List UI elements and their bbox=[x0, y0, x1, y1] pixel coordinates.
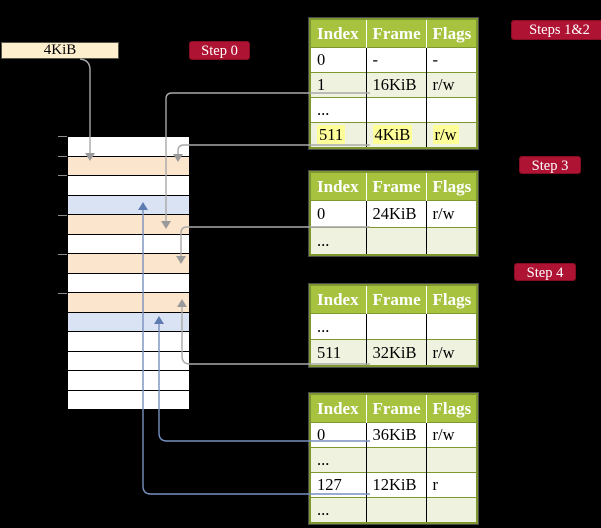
flags-cell: r/w bbox=[426, 339, 477, 366]
flags-cell bbox=[426, 497, 477, 523]
index-cell: 511 bbox=[310, 339, 367, 366]
steps-1-2-badge: Steps 1&2 bbox=[511, 20, 601, 40]
table-row: ... bbox=[310, 227, 477, 255]
address-tick bbox=[58, 156, 67, 157]
page-table-steps-1-2: Index Frame Flags 0 - - 1 16KiB r/w ... … bbox=[309, 18, 478, 149]
table-row: ... bbox=[310, 497, 477, 523]
frame-cell bbox=[366, 313, 427, 340]
memory-frame-row-peach bbox=[68, 293, 189, 313]
frame-cell bbox=[366, 447, 427, 473]
index-cell: 0 bbox=[310, 200, 367, 228]
memory-frame-row-white bbox=[68, 273, 189, 293]
table-header-row: Index Frame Flags bbox=[310, 172, 477, 201]
table-header-row: Index Frame Flags bbox=[310, 394, 477, 423]
frame-cell: 24KiB bbox=[366, 200, 427, 228]
memory-frame-row-peach bbox=[68, 254, 189, 274]
index-cell: 1 bbox=[310, 72, 367, 98]
frame-cell bbox=[366, 97, 427, 123]
table-row: 511 32KiB r/w bbox=[310, 339, 477, 366]
index-cell: ... bbox=[310, 497, 367, 523]
index-cell: 127 bbox=[310, 472, 367, 498]
frame-cell bbox=[366, 227, 427, 255]
column-header-flags: Flags bbox=[426, 285, 477, 314]
memory-frame-row-white bbox=[68, 390, 189, 409]
address-tick bbox=[58, 293, 67, 294]
frame-cell: 12KiB bbox=[366, 472, 427, 498]
frame-cell: 4KiB bbox=[366, 122, 427, 148]
memory-frame-row-peach bbox=[68, 215, 189, 235]
address-tick bbox=[58, 136, 67, 137]
memory-frame-row-peach bbox=[68, 156, 189, 176]
frame-cell bbox=[366, 497, 427, 523]
index-cell: ... bbox=[310, 97, 367, 123]
table-row: 0 36KiB r/w bbox=[310, 422, 477, 448]
table-row: 127 12KiB r bbox=[310, 472, 477, 498]
column-header-index: Index bbox=[310, 394, 367, 423]
flags-cell bbox=[426, 227, 477, 255]
table-row-highlighted: 511 4KiB r/w bbox=[310, 122, 477, 148]
flags-cell bbox=[426, 313, 477, 340]
flags-cell bbox=[426, 447, 477, 473]
index-cell: ... bbox=[310, 447, 367, 473]
index-cell: 0 bbox=[310, 47, 367, 73]
flags-cell: r/w bbox=[426, 122, 477, 148]
memory-frame-row-white bbox=[68, 371, 189, 391]
page-size-box: 4KiB bbox=[1, 42, 119, 59]
page-table-step-3: Index Frame Flags 0 24KiB r/w ... bbox=[309, 171, 478, 256]
column-header-frame: Frame bbox=[366, 394, 427, 423]
column-header-flags: Flags bbox=[426, 394, 477, 423]
address-tick bbox=[58, 215, 67, 216]
memory-frame-row-white bbox=[68, 234, 189, 254]
memory-column bbox=[67, 136, 190, 410]
index-cell: ... bbox=[310, 313, 367, 340]
column-header-index: Index bbox=[310, 19, 367, 48]
highlight: r/w bbox=[432, 125, 459, 144]
index-cell: 0 bbox=[310, 422, 367, 448]
column-header-frame: Frame bbox=[366, 172, 427, 201]
flags-cell: - bbox=[426, 47, 477, 73]
column-header-frame: Frame bbox=[366, 19, 427, 48]
step-3-badge: Step 3 bbox=[519, 156, 581, 174]
memory-frame-row-blue bbox=[68, 195, 189, 215]
memory-frame-row-white bbox=[68, 332, 189, 352]
address-tick bbox=[58, 254, 67, 255]
step-4-badge: Step 4 bbox=[514, 263, 576, 281]
step-0-badge: Step 0 bbox=[189, 41, 250, 60]
column-header-index: Index bbox=[310, 285, 367, 314]
highlight: 4KiB bbox=[372, 125, 413, 144]
index-cell: ... bbox=[310, 227, 367, 255]
memory-frame-row-white bbox=[68, 137, 189, 157]
column-header-index: Index bbox=[310, 172, 367, 201]
address-tick bbox=[58, 175, 67, 176]
column-header-flags: Flags bbox=[426, 19, 477, 48]
column-header-flags: Flags bbox=[426, 172, 477, 201]
column-header-frame: Frame bbox=[366, 285, 427, 314]
index-cell: 511 bbox=[310, 122, 367, 148]
flags-cell: r/w bbox=[426, 200, 477, 228]
flags-cell: r/w bbox=[426, 422, 477, 448]
table-row: ... bbox=[310, 313, 477, 340]
memory-frame-row-white bbox=[68, 176, 189, 196]
page-table-leaf: Index Frame Flags 0 36KiB r/w ... 127 12… bbox=[309, 393, 478, 524]
frame-cell: 36KiB bbox=[366, 422, 427, 448]
flags-cell: r/w bbox=[426, 72, 477, 98]
frame-cell: 16KiB bbox=[366, 72, 427, 98]
table-row: 1 16KiB r/w bbox=[310, 72, 477, 98]
table-row: 0 - - bbox=[310, 47, 477, 73]
frame-cell: 32KiB bbox=[366, 339, 427, 366]
table-header-row: Index Frame Flags bbox=[310, 19, 477, 48]
table-row: ... bbox=[310, 447, 477, 473]
flags-cell bbox=[426, 97, 477, 123]
memory-frame-row-blue bbox=[68, 312, 189, 332]
memory-frame-row-white bbox=[68, 351, 189, 371]
table-row: ... bbox=[310, 97, 477, 123]
table-header-row: Index Frame Flags bbox=[310, 285, 477, 314]
page-table-step-4: Index Frame Flags ... 511 32KiB r/w bbox=[309, 284, 478, 367]
highlight: 511 bbox=[317, 125, 346, 144]
table-row: 0 24KiB r/w bbox=[310, 200, 477, 228]
frame-cell: - bbox=[366, 47, 427, 73]
flags-cell: r bbox=[426, 472, 477, 498]
